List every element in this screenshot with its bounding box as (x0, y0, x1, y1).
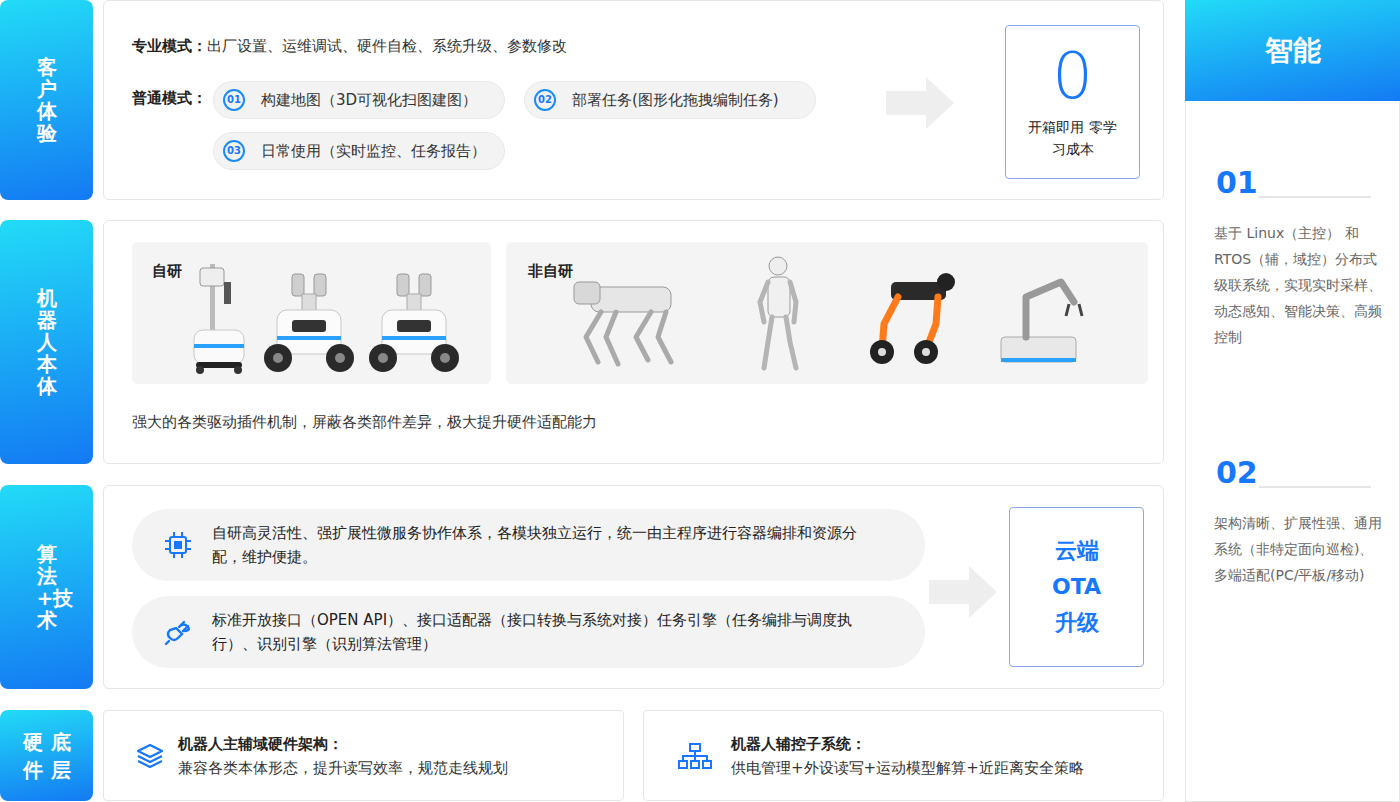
step-number: 03 (223, 140, 245, 162)
box-caption: 开箱即用 零学习成本 (1027, 116, 1119, 160)
step-text: 部署任务(图形化拖拽编制任务) (572, 91, 779, 110)
point-number: 02 (1216, 458, 1258, 488)
point-number: 01 (1216, 168, 1258, 198)
robot-illustration (506, 242, 1148, 384)
section-title: 机器人本体 (37, 287, 57, 397)
group-title: 非自研 (528, 262, 573, 281)
step-pill: 02 部署任务(图形化拖拽编制任务) (524, 81, 816, 119)
step-number: 01 (223, 89, 245, 111)
panel-note: 强大的各类驱动插件机制，屏蔽各类部件差异，极大提升硬件适配能力 (132, 413, 597, 432)
content-panel: 专业模式：出厂设置、运维调试、硬件自检、系统升级、参数修改普通模式： 01 构建地图… (103, 0, 1164, 200)
box-heading: 机器人辅控子系统： (731, 732, 1163, 756)
layers-icon (136, 742, 164, 770)
title-char: 层 (51, 759, 71, 781)
chip-icon (164, 531, 192, 559)
title-char: 硬 (23, 731, 43, 753)
step-text: 构建地图（3D可视化扫图建图） (261, 91, 477, 110)
section-band: 机器人本体 (0, 220, 93, 464)
step-pill: 03 日常使用（实时监控、任务报告） (213, 132, 505, 170)
hardware-box: 机器人辅控子系统：供电管理+外设读写+运动模型解算+近距离安全策略 (643, 710, 1164, 801)
step-pill: 01 构建地图（3D可视化扫图建图） (213, 81, 505, 119)
content-panel: 强大的各类驱动插件机制，屏蔽各类部件差异，极大提升硬件适配能力 自研 (103, 220, 1164, 464)
box-heading: 机器人主辅域硬件架构： (178, 732, 623, 756)
highlight-box: 0 开箱即用 零学习成本 (1005, 25, 1140, 179)
box-title: 云端 OTA 升级 (1042, 533, 1112, 641)
feature-text: 标准开放接口（OPEN API）、接口适配器（接口转换与系统对接）任务引擎（任务… (212, 608, 885, 656)
plug-icon (164, 618, 192, 646)
step-text: 日常使用（实时监控、任务报告） (261, 142, 486, 161)
section-title: 硬件底层 (23, 731, 71, 781)
mode-label: 普通模式： (132, 89, 207, 108)
group-title: 自研 (152, 262, 182, 281)
big-number: 0 (1052, 44, 1093, 108)
hardware-box: 机器人主辅域硬件架构：兼容各类本体形态，提升读写效率，规范走线规划 (103, 710, 624, 801)
section-band: 算法+技术 (0, 485, 93, 689)
robot-illustration (132, 242, 491, 384)
panel-header: 智能 (1186, 0, 1400, 101)
side-panel: 智能 01 基于 Linux（主控） 和 RTOS（辅，域控）分布式级联系统，实现实… (1185, 0, 1400, 802)
section-title: 算法+技术 (37, 543, 57, 631)
flow-arrow (886, 77, 956, 129)
highlight-box: 云端 OTA 升级 (1009, 507, 1144, 667)
feature-text: 自研高灵活性、强扩展性微服务协作体系，各模块独立运行，统一由主程序进行容器编排和… (212, 521, 885, 569)
box-body: 供电管理+外设读写+运动模型解算+近距离安全策略 (731, 756, 1163, 780)
mode-label: 专业模式： (132, 37, 207, 56)
mode-desc: 出厂设置、运维调试、硬件自检、系统升级、参数修改 (207, 37, 567, 56)
section-band: 客户体验 (0, 0, 93, 200)
section-title: 客户体验 (37, 56, 57, 144)
flow-arrow (929, 566, 999, 618)
feature-pill: 自研高灵活性、强扩展性微服务协作体系，各模块独立运行，统一由主程序进行容器编排和… (132, 509, 925, 581)
section-band: 硬件底层 (0, 710, 93, 801)
content-panel: 自研高灵活性、强扩展性微服务协作体系，各模块独立运行，统一由主程序进行容器编排和… (103, 485, 1164, 689)
robot-group: 非自研 (506, 242, 1148, 384)
step-number: 02 (534, 89, 556, 111)
robot-group: 自研 (132, 242, 491, 384)
point-text: 架构清晰、扩展性强、通用系统（非特定面向巡检)、多端适配(PC/平板/移动) (1214, 510, 1386, 588)
hierarchy-icon (678, 742, 712, 770)
title-char: 件 (23, 759, 43, 781)
title-char: 底 (51, 731, 71, 753)
point-text: 基于 Linux（主控） 和 RTOS（辅，域控）分布式级联系统，实现实时采样、… (1214, 220, 1386, 350)
feature-pill: 标准开放接口（OPEN API）、接口适配器（接口转换与系统对接）任务引擎（任务… (132, 596, 925, 668)
box-body: 兼容各类本体形态，提升读写效率，规范走线规划 (178, 756, 623, 780)
